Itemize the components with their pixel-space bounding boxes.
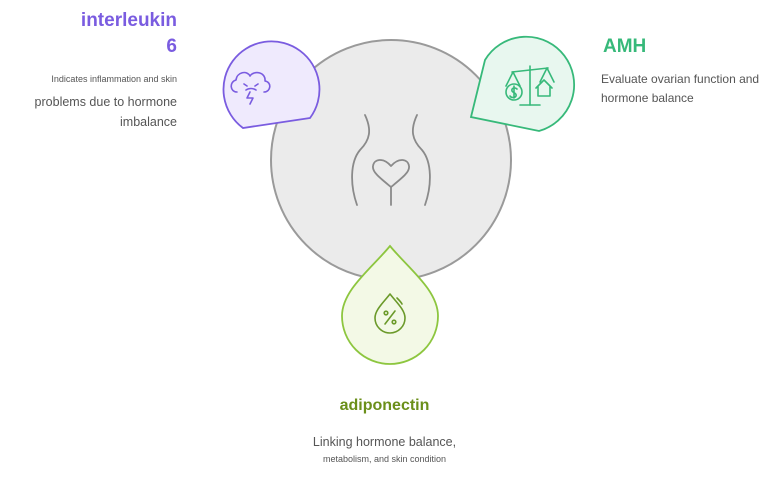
amh-pin: [469, 35, 576, 132]
percent-drop-icon: [374, 293, 406, 334]
adiponectin-title: adiponectin: [339, 397, 430, 414]
storm-cloud-icon: [230, 71, 271, 105]
amh-title: AMH: [603, 36, 647, 57]
interleukin-title-line1: interleukin: [80, 10, 177, 31]
adiponectin-description-line2: metabolism, and skin condition: [322, 454, 447, 464]
adiponectin-drop: [341, 244, 439, 365]
amh-description: Evaluate ovarian function and hormone ba…: [601, 72, 760, 105]
interleukin-pin: [222, 40, 321, 129]
adiponectin-description-line1: Linking hormone balance,: [312, 435, 457, 449]
torso-heart-icon: [351, 114, 431, 206]
interleukin-description: problems due to hormone imbalance: [34, 95, 177, 129]
interleukin-description-small: Indicates inflammation and skin: [51, 74, 177, 84]
interleukin-title-line2: 6: [166, 36, 177, 57]
scale-dollar-house-icon: [505, 65, 555, 106]
